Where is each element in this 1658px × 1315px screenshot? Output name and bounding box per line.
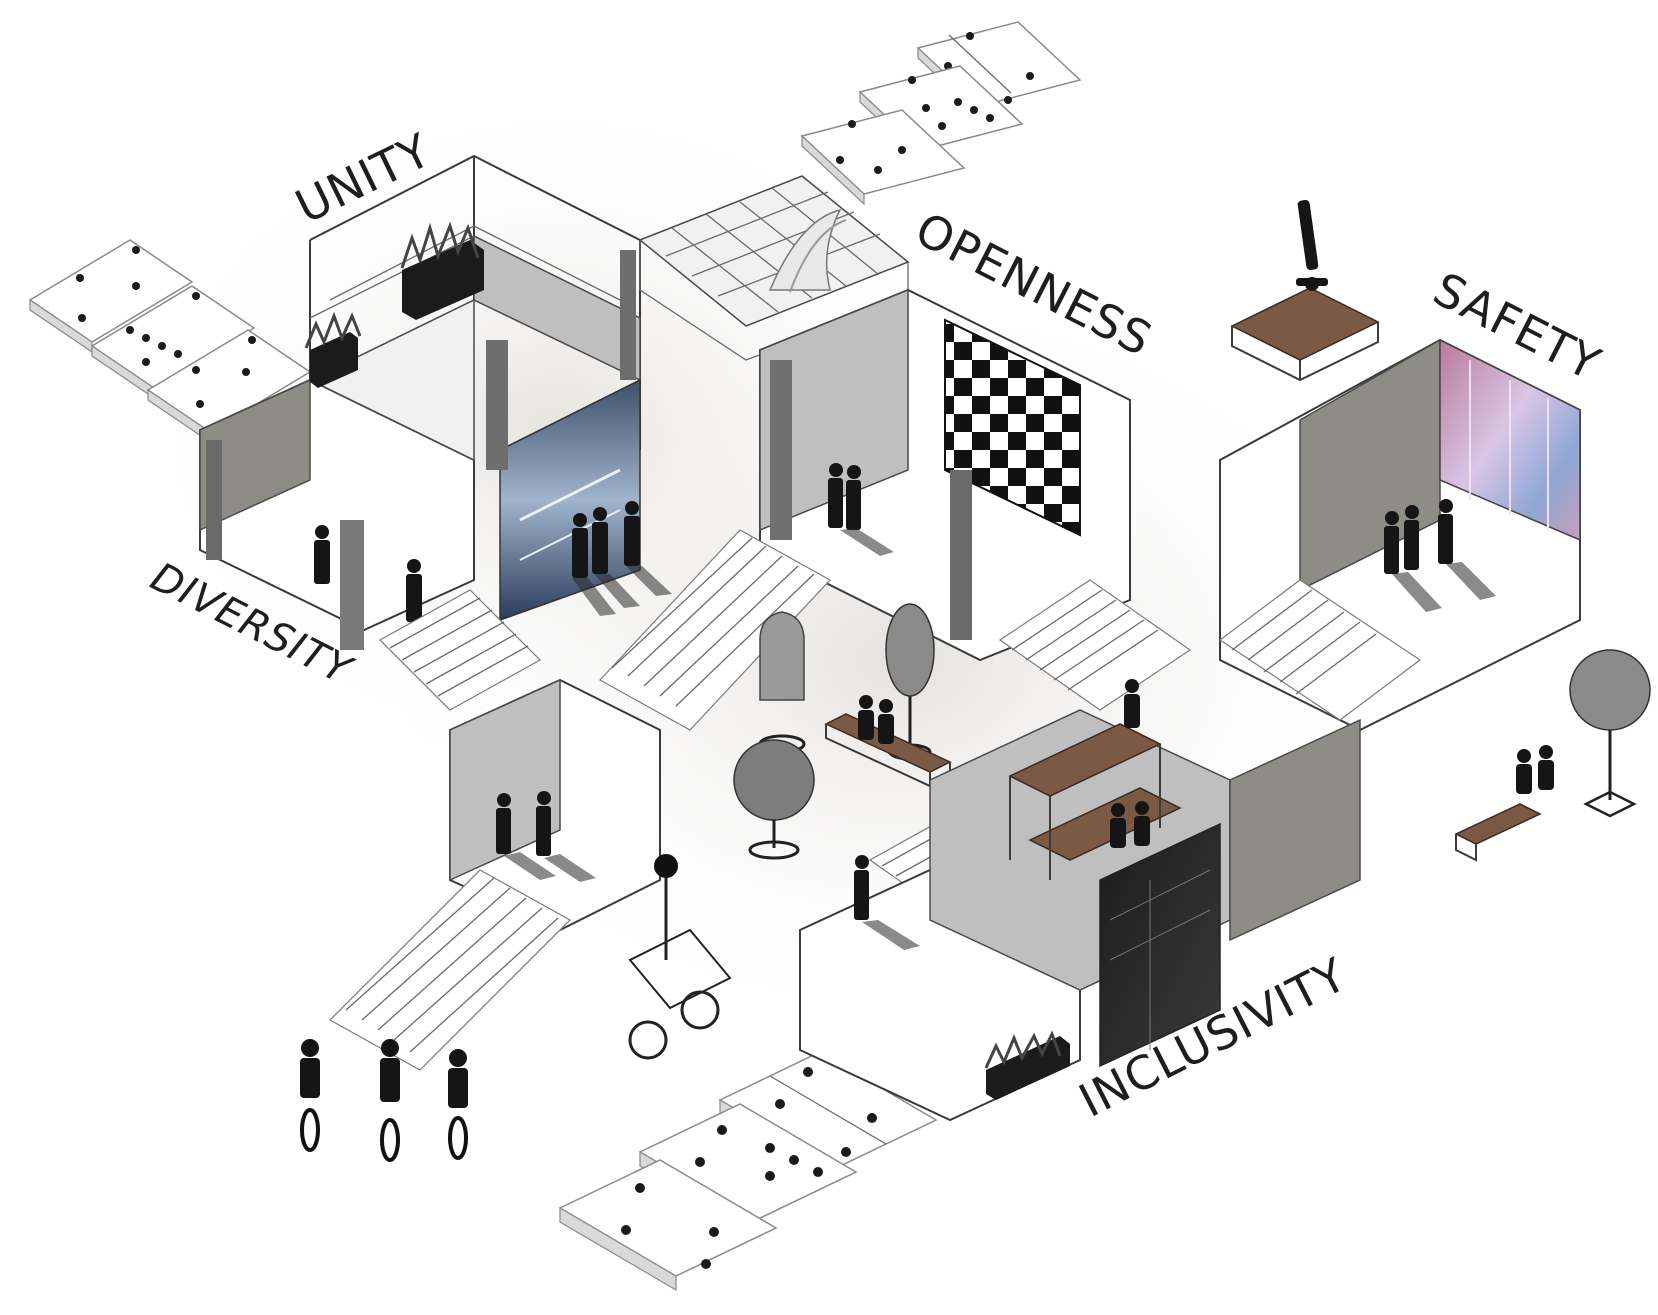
lower-left-block — [449, 678, 661, 932]
person-silhouette — [572, 513, 616, 616]
person-silhouette — [828, 463, 894, 556]
tree — [733, 739, 815, 860]
dominoes-bottom — [558, 1051, 938, 1292]
handstand-figure — [1296, 200, 1328, 291]
wooden-platform — [1230, 287, 1380, 382]
cyclist — [300, 1039, 320, 1152]
night-image-panel — [1099, 822, 1221, 1068]
person-silhouette — [624, 501, 672, 596]
person-silhouette — [314, 525, 330, 584]
inclusivity-block — [799, 649, 1651, 1122]
person-silhouette — [1384, 499, 1496, 612]
unity-tower — [199, 154, 672, 694]
curtain — [770, 360, 792, 540]
staircase-right — [1218, 579, 1422, 721]
person-silhouette — [496, 791, 596, 882]
staircase-right-center — [998, 579, 1192, 711]
seated-people — [858, 695, 894, 744]
openness-block — [759, 288, 1131, 662]
curtain — [486, 340, 508, 470]
central-courtyard — [628, 603, 952, 1060]
cyclist — [448, 1049, 468, 1160]
curtain — [620, 250, 636, 380]
cyclists — [300, 1039, 468, 1162]
dominoes-top-right — [800, 21, 1082, 206]
planter — [304, 311, 362, 388]
checkerboard-panel — [944, 318, 1081, 537]
curtain — [950, 470, 972, 640]
bench — [1454, 803, 1542, 862]
staircase-lower-left — [329, 869, 571, 1071]
dominoes-left — [28, 239, 312, 444]
curtain — [206, 440, 222, 560]
bike-sign — [654, 854, 678, 960]
cargo-bike — [628, 928, 732, 1060]
seated-people — [1110, 679, 1150, 848]
person-silhouette — [854, 855, 920, 950]
staircase-center — [599, 529, 831, 731]
planter — [984, 1030, 1070, 1100]
cyclist — [380, 1039, 400, 1162]
staircase-left — [379, 589, 541, 711]
tree — [1569, 649, 1651, 818]
slide-sculpture — [768, 208, 842, 291]
glass-pavilion — [638, 175, 910, 361]
curtain — [340, 520, 364, 650]
person-silhouette — [592, 507, 640, 608]
planter — [400, 221, 484, 320]
seated-people — [1516, 745, 1554, 794]
